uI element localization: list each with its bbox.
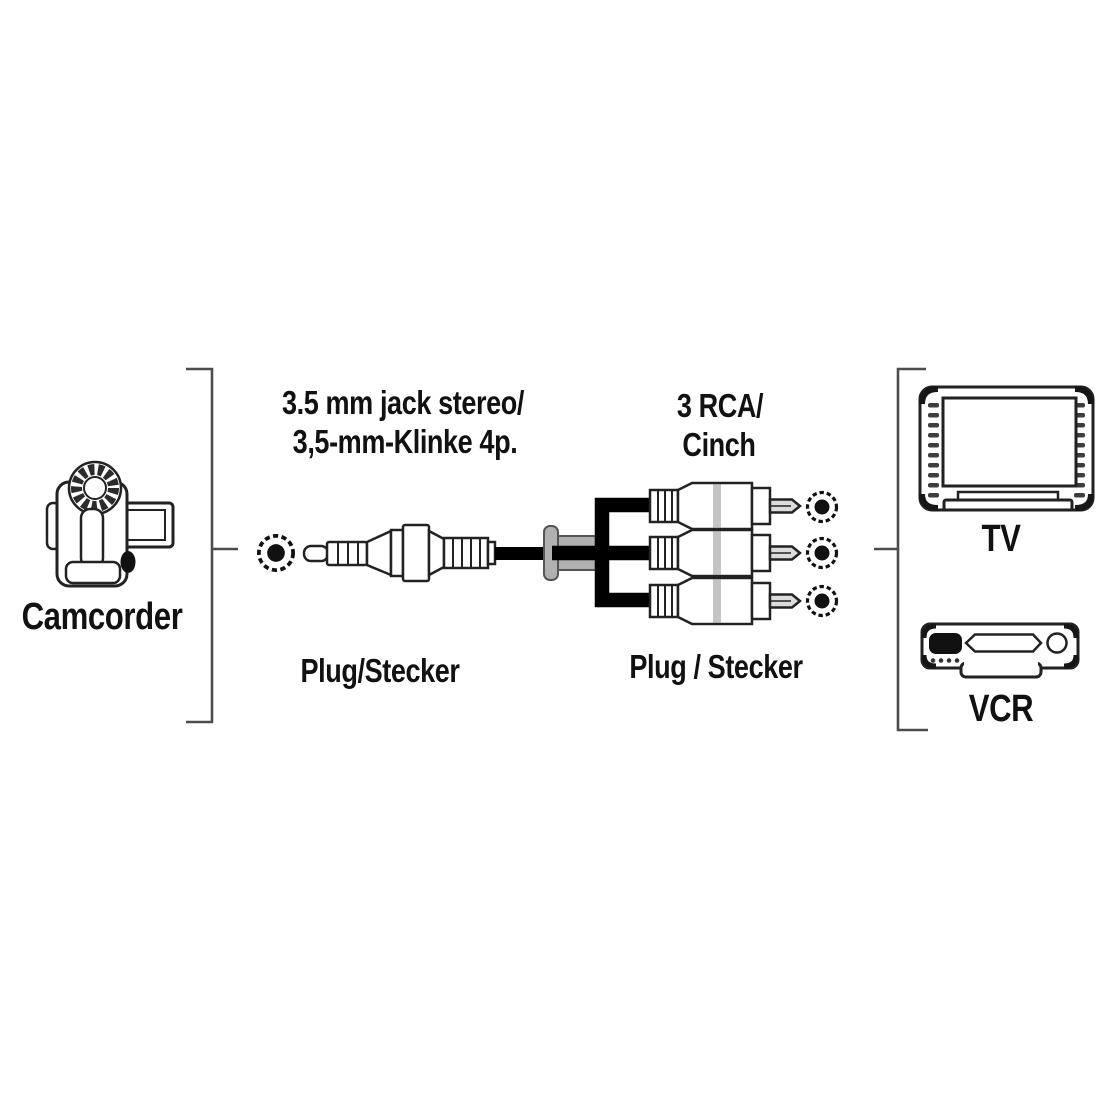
tv-label: TV [981,518,1021,560]
rca-plug-icon-middle [648,528,802,578]
right-bracket [874,367,928,732]
rca-socket-icon-bottom [805,584,839,618]
rca-plug-icon-top [648,481,802,531]
rca-socket-icon-top [805,490,839,524]
rca-connector-label-line1: 3 RCA/ [676,387,764,424]
vcr-buttons [930,658,960,663]
jack-socket-icon [257,534,295,572]
rca-plug-icon-bottom [648,576,802,626]
camcorder-mic-dot [120,551,136,573]
vcr-knob [1046,632,1068,654]
vcr-display [929,633,962,654]
vcr-icon [920,622,1080,679]
vcr-label: VCR [968,688,1034,730]
jack-connector-label-line1: 3.5 mm jack stereo/ [282,384,524,421]
right-plug-label: Plug / Stecker [629,648,803,685]
camcorder-icon [45,460,175,588]
cable-branches [552,497,660,608]
cable-main [495,547,555,560]
vcr-cassette-slot [964,633,1043,653]
left-plug-label: Plug/Stecker [300,652,460,689]
tv-speaker-slats [928,403,1085,498]
rca-connector-label-line2: Cinch [682,426,756,463]
tv-stand-base [942,498,1074,512]
camcorder-label: Camcorder [21,596,183,638]
jack-connector-label-line2: 3,5-mm-Klinke 4p. [292,423,518,460]
rca-socket-icon-middle [805,536,839,570]
left-bracket [186,367,238,724]
tv-icon [918,385,1095,512]
jack-plug-icon [302,523,497,583]
